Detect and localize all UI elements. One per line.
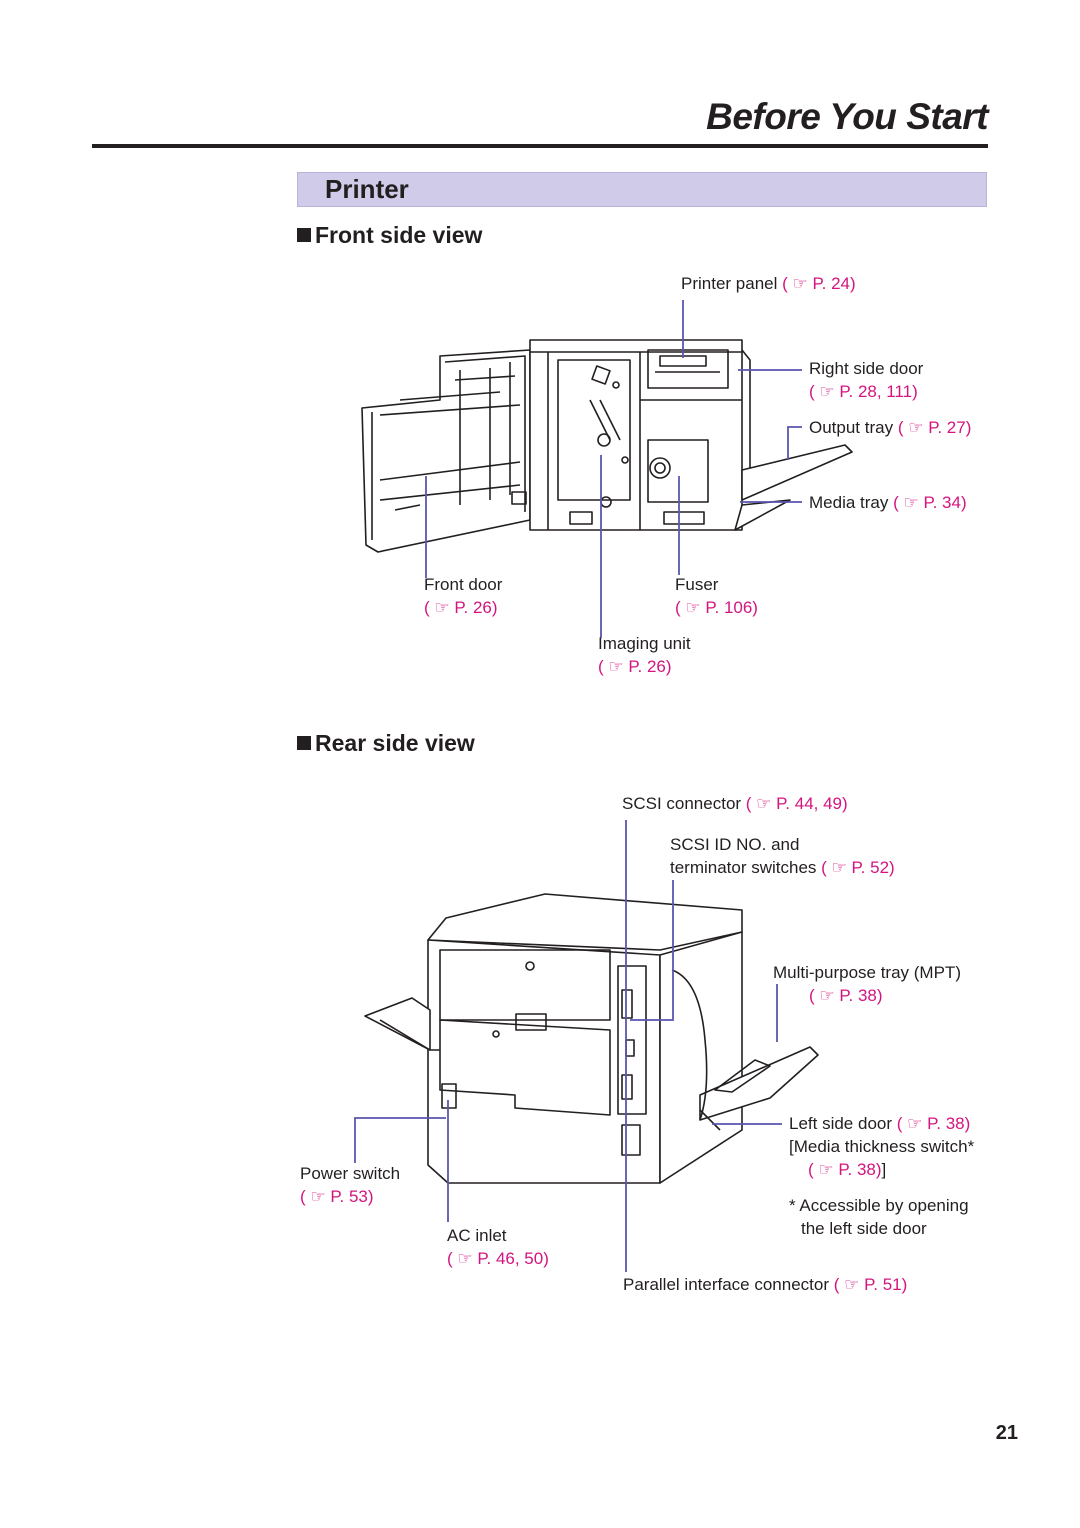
chapter-title: Before You Start bbox=[706, 96, 988, 137]
power-switch-ref[interactable]: ( ☞ P. 53) bbox=[300, 1187, 374, 1206]
media-tray-ref[interactable]: ( ☞ P. 34) bbox=[893, 493, 967, 512]
scsi-id-ref[interactable]: ( ☞ P. 52) bbox=[821, 858, 895, 877]
imaging-unit-ref[interactable]: ( ☞ P. 26) bbox=[598, 657, 672, 676]
chapter-rule bbox=[92, 144, 988, 148]
label-media-thickness: [Media thickness switch* bbox=[789, 1137, 975, 1156]
ac-inlet-ref[interactable]: ( ☞ P. 46, 50) bbox=[447, 1249, 549, 1268]
mpt-ref[interactable]: ( ☞ P. 38) bbox=[809, 986, 883, 1005]
media-tray-label: Media tray bbox=[809, 493, 889, 512]
footnote-line1: * Accessible by opening bbox=[789, 1196, 969, 1215]
label-printer-panel: Printer panel ( ☞ P. 24) bbox=[681, 274, 856, 294]
rear-view-heading: Rear side view bbox=[297, 730, 475, 757]
front-leader-lines bbox=[425, 300, 802, 638]
label-ac-inlet: AC inlet bbox=[447, 1226, 507, 1245]
scsi-id-label: terminator switches bbox=[670, 858, 817, 877]
label-imaging-unit: Imaging unit bbox=[598, 634, 691, 653]
media-thickness-ref[interactable]: ( ☞ P. 38) bbox=[808, 1160, 882, 1179]
right-side-door-ref[interactable]: ( ☞ P. 28, 111) bbox=[809, 382, 918, 401]
label-scsi-id-line2: terminator switches ( ☞ P. 52) bbox=[670, 858, 895, 878]
parallel-interface-ref[interactable]: ( ☞ P. 51) bbox=[833, 1275, 908, 1294]
rear-printer-drawing bbox=[364, 893, 819, 1184]
front-printer-drawing bbox=[361, 339, 853, 553]
left-side-door-label: Left side door bbox=[789, 1114, 893, 1133]
label-scsi-connector: SCSI connector ( ☞ P. 44, 49) bbox=[622, 794, 848, 814]
output-tray-label: Output tray bbox=[809, 418, 894, 437]
fuser-ref[interactable]: ( ☞ P. 106) bbox=[675, 598, 758, 617]
label-left-side-door: Left side door ( ☞ P. 38) bbox=[789, 1114, 970, 1134]
rear-leader-lines bbox=[354, 820, 782, 1272]
label-fuser: Fuser bbox=[675, 575, 719, 594]
rear-view-heading-text: Rear side view bbox=[315, 730, 475, 756]
square-bullet-icon bbox=[297, 736, 311, 750]
media-thickness-bracket: ] bbox=[881, 1160, 887, 1179]
printer-panel-label: Printer panel bbox=[681, 274, 778, 293]
label-front-door: Front door bbox=[424, 575, 503, 594]
label-power-switch: Power switch bbox=[300, 1164, 401, 1183]
label-right-side-door: Right side door bbox=[809, 359, 924, 378]
page-number: 21 bbox=[995, 1422, 1018, 1444]
scsi-connector-label: SCSI connector bbox=[622, 794, 742, 813]
front-door-ref[interactable]: ( ☞ P. 26) bbox=[424, 598, 498, 617]
scsi-connector-ref[interactable]: ( ☞ P. 44, 49) bbox=[745, 794, 848, 813]
label-parallel-interface: Parallel interface connector ( ☞ P. 51) bbox=[623, 1275, 907, 1295]
output-tray-ref[interactable]: ( ☞ P. 27) bbox=[897, 418, 972, 437]
label-scsi-id-line1: SCSI ID NO. and bbox=[670, 835, 800, 854]
square-bullet-icon bbox=[297, 228, 311, 242]
parallel-interface-label: Parallel interface connector bbox=[623, 1275, 830, 1294]
left-side-door-ref[interactable]: ( ☞ P. 38) bbox=[896, 1114, 971, 1133]
label-output-tray: Output tray ( ☞ P. 27) bbox=[809, 418, 971, 438]
section-band bbox=[297, 172, 987, 207]
label-media-tray: Media tray ( ☞ P. 34) bbox=[809, 493, 967, 513]
front-view-heading-text: Front side view bbox=[315, 222, 483, 248]
front-view-heading: Front side view bbox=[297, 222, 482, 249]
printer-panel-ref[interactable]: ( ☞ P. 24) bbox=[782, 274, 856, 293]
section-title: Printer bbox=[325, 174, 409, 204]
media-thickness-ref-line: ( ☞ P. 38)] bbox=[808, 1160, 886, 1180]
footnote-line2: the left side door bbox=[801, 1219, 927, 1238]
label-mpt: Multi-purpose tray (MPT) bbox=[773, 963, 961, 982]
